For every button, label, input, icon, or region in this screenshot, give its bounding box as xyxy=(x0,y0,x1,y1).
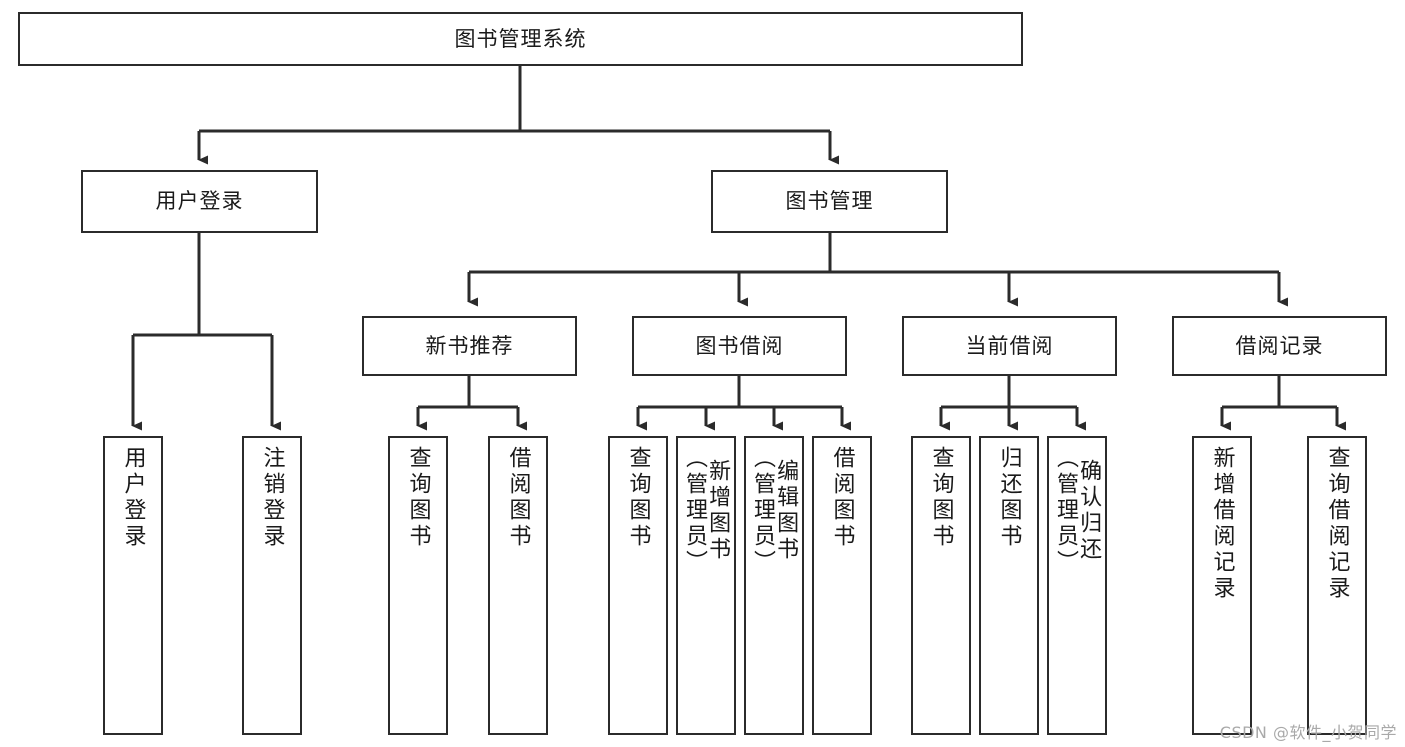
leaf-current-borrow-confirm-return-admin[interactable]: 确认归还 （管理员） xyxy=(1047,436,1107,735)
node-label: 归还图书 xyxy=(996,446,1022,550)
node-label: 注销登录 xyxy=(259,446,285,550)
node-label: 查询图书 xyxy=(405,446,431,550)
node-book-management[interactable]: 图书管理 xyxy=(711,170,948,233)
leaf-user-login-login[interactable]: 用户登录 xyxy=(103,436,163,735)
node-label: 用户登录 xyxy=(120,446,146,550)
node-label: 借阅图书 xyxy=(505,446,531,550)
leaf-current-borrow-return-books[interactable]: 归还图书 xyxy=(979,436,1039,735)
leaf-book-borrow-query-books[interactable]: 查询图书 xyxy=(608,436,668,735)
node-label: 借阅图书 xyxy=(829,446,855,550)
node-current-borrowing[interactable]: 当前借阅 xyxy=(902,316,1117,376)
node-label: 图书管理系统 xyxy=(454,26,587,51)
leaf-borrow-record-add-record[interactable]: 新增借阅记录 xyxy=(1192,436,1252,735)
leaf-current-borrow-query-books[interactable]: 查询图书 xyxy=(911,436,971,735)
node-root-book-management-system[interactable]: 图书管理系统 xyxy=(18,12,1023,66)
leaf-user-login-logout[interactable]: 注销登录 xyxy=(242,436,302,735)
leaf-borrow-record-query-record[interactable]: 查询借阅记录 xyxy=(1307,436,1367,735)
node-label: 借阅记录 xyxy=(1235,333,1324,358)
leaf-book-borrow-borrow-books[interactable]: 借阅图书 xyxy=(812,436,872,735)
node-label: 新增借阅记录 xyxy=(1209,446,1235,602)
node-label: 新增图书 （管理员） xyxy=(682,446,731,576)
node-label: 确认归还 （管理员） xyxy=(1053,446,1102,576)
node-label: 图书借阅 xyxy=(695,333,784,358)
node-label: 查询借阅记录 xyxy=(1324,446,1350,602)
node-new-book-recommendation[interactable]: 新书推荐 xyxy=(362,316,577,376)
leaf-new-book-borrow-books[interactable]: 借阅图书 xyxy=(488,436,548,735)
leaf-book-borrow-edit-book-admin[interactable]: 编辑图书 （管理员） xyxy=(744,436,804,735)
node-label: 图书管理 xyxy=(785,189,874,214)
node-book-borrowing[interactable]: 图书借阅 xyxy=(632,316,847,376)
node-label: 查询图书 xyxy=(928,446,954,550)
node-label: 查询图书 xyxy=(625,446,651,550)
node-label: 编辑图书 （管理员） xyxy=(750,446,799,576)
node-label: 用户登录 xyxy=(155,189,244,214)
leaf-new-book-query-books[interactable]: 查询图书 xyxy=(388,436,448,735)
node-label: 新书推荐 xyxy=(425,333,514,358)
leaf-book-borrow-add-book-admin[interactable]: 新增图书 （管理员） xyxy=(676,436,736,735)
node-label: 当前借阅 xyxy=(965,333,1054,358)
node-borrowing-record[interactable]: 借阅记录 xyxy=(1172,316,1387,376)
node-user-login[interactable]: 用户登录 xyxy=(81,170,318,233)
